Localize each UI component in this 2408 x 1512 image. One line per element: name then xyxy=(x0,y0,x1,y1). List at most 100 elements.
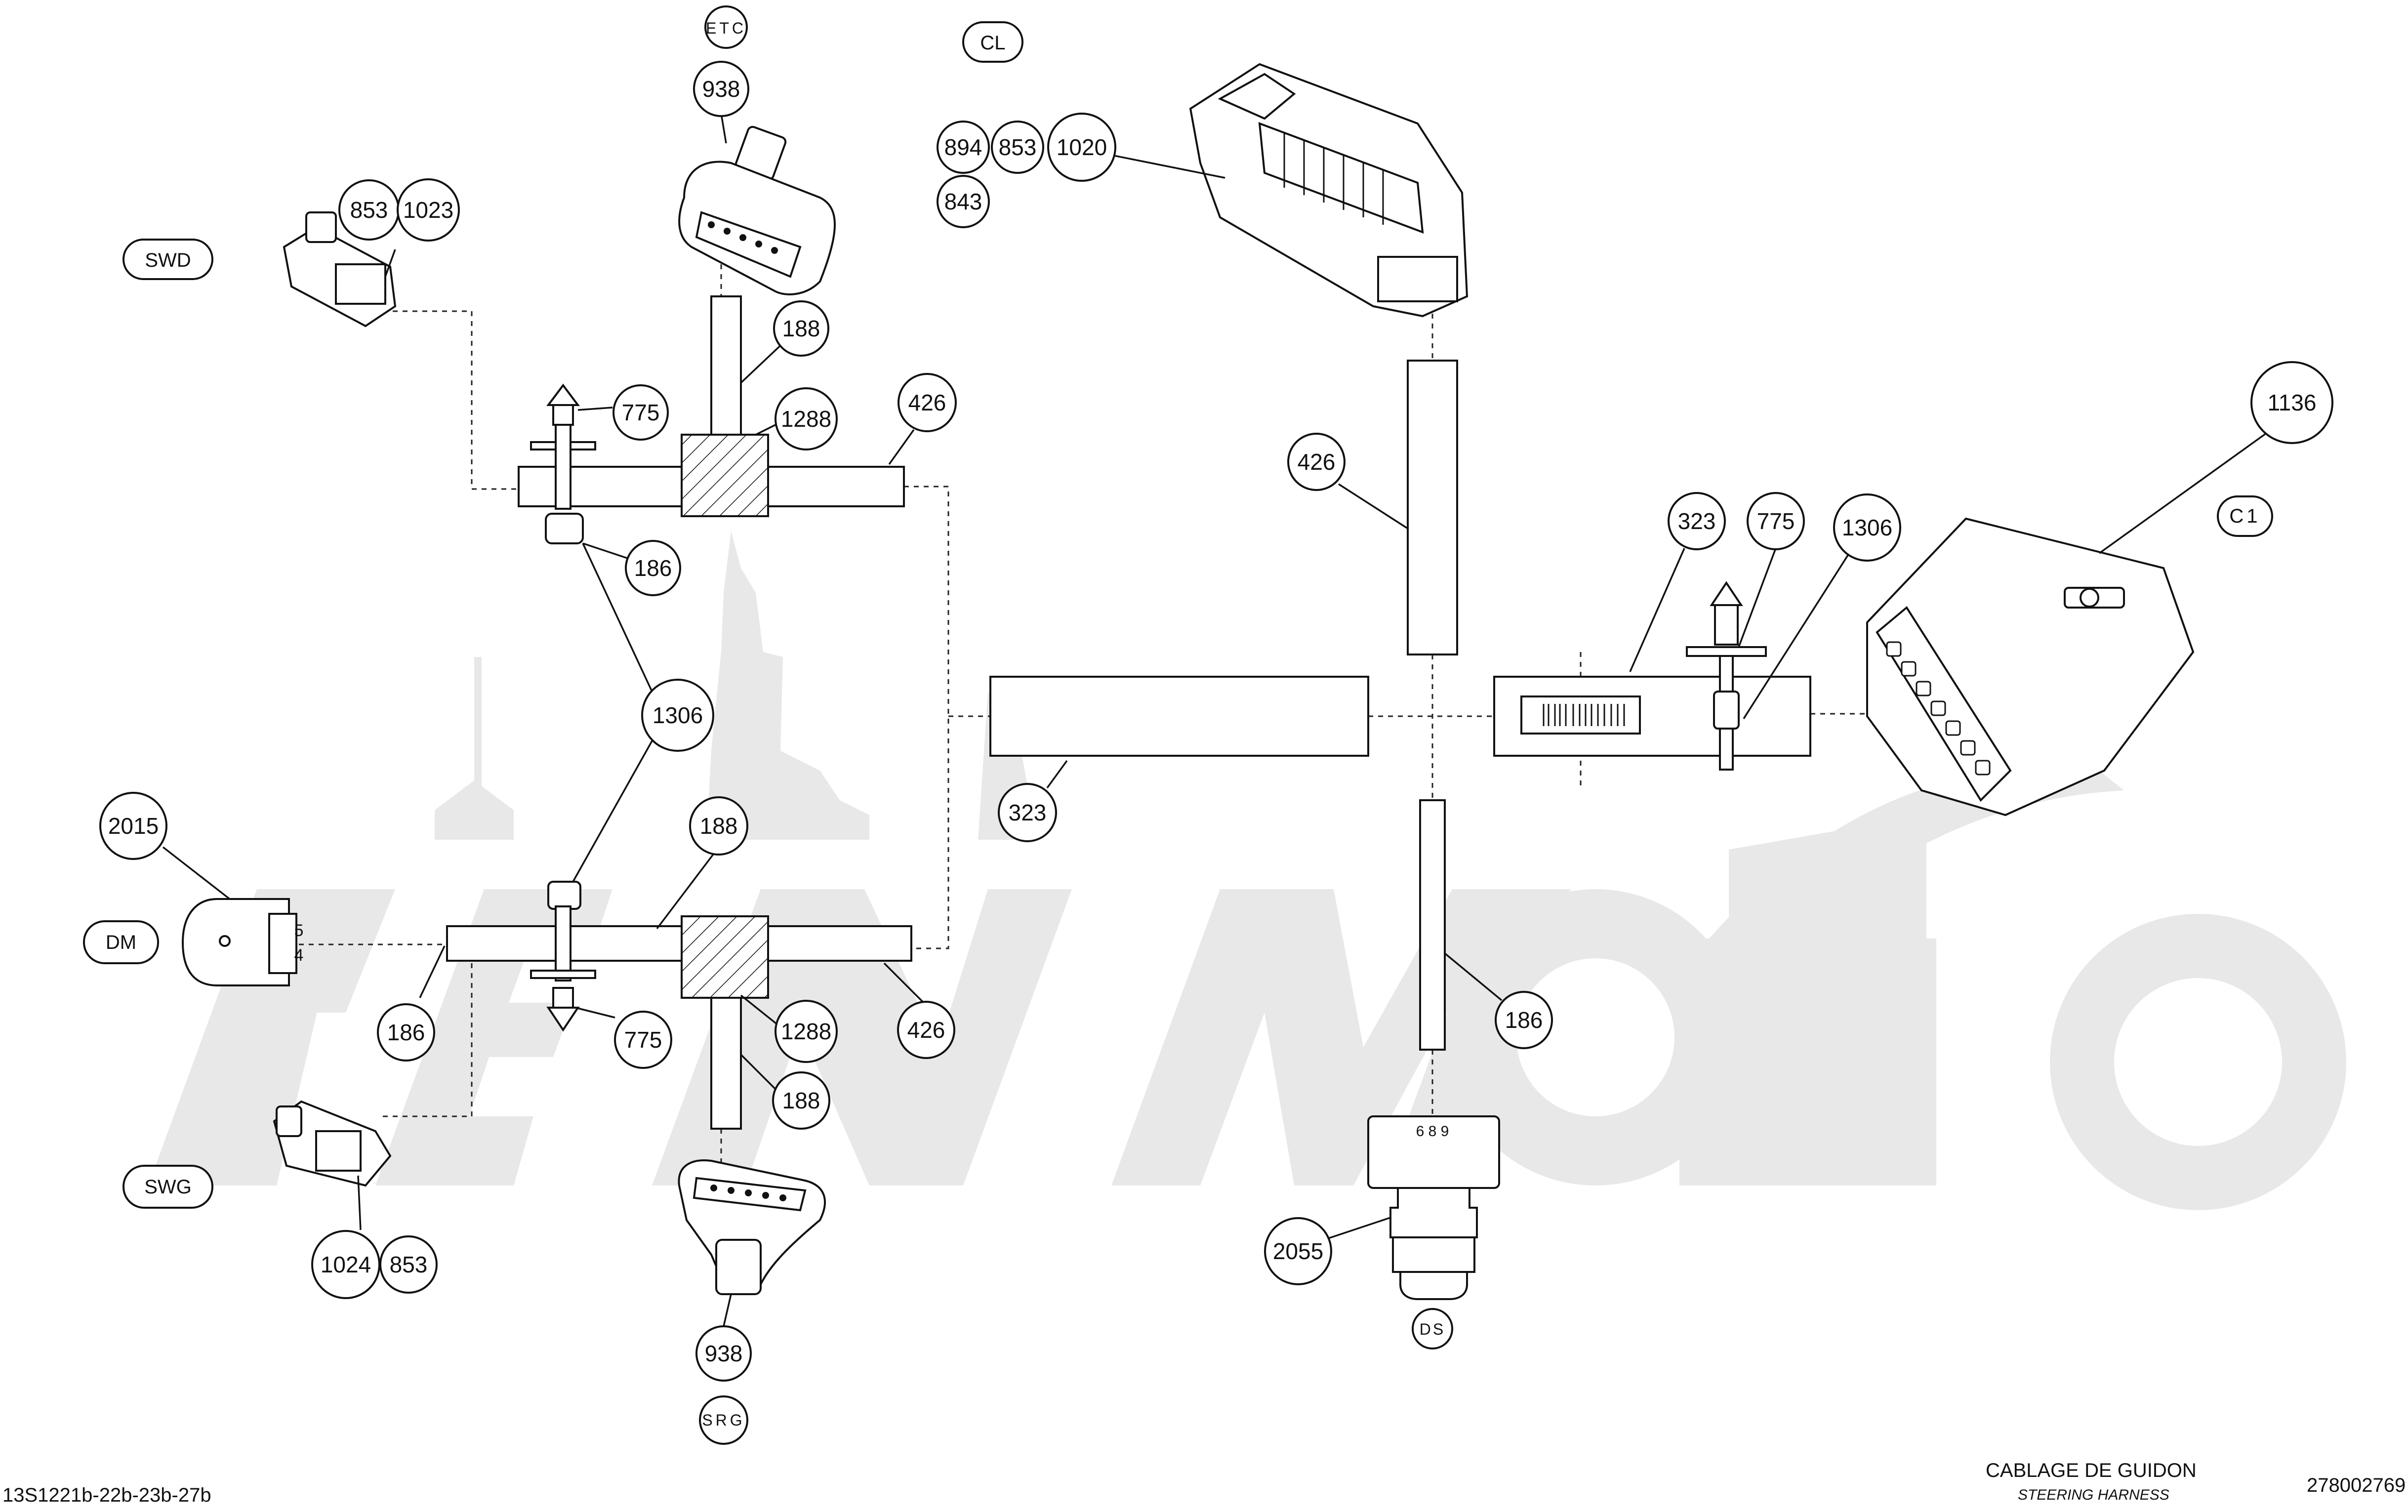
connector-cl-1020 xyxy=(1189,63,1469,318)
title-french: CABLAGE DE GUIDON xyxy=(1986,1460,2197,1481)
svg-text:186: 186 xyxy=(634,555,672,581)
svg-text:1024: 1024 xyxy=(321,1252,371,1277)
dm-pin-5-label: 5 xyxy=(294,921,304,940)
callout-186-left: 186 xyxy=(377,1003,435,1062)
svg-text:1020: 1020 xyxy=(1057,134,1107,160)
callout-188-lower: 188 xyxy=(772,1071,830,1130)
connector-srg-938 xyxy=(678,1159,826,1295)
callout-1306: 1306 xyxy=(641,679,714,752)
watermark-logo xyxy=(148,531,2346,1210)
callout-1023: 1023 xyxy=(397,178,460,242)
callout-843: 843 xyxy=(937,175,990,228)
connector-label-swg: SWG xyxy=(122,1165,213,1209)
connector-label-dm: DM xyxy=(83,920,159,964)
callout-1136: 1136 xyxy=(2250,361,2333,444)
svg-text:CL: CL xyxy=(980,32,1005,54)
svg-text:1288: 1288 xyxy=(781,1019,831,1044)
callout-853-swg: 853 xyxy=(379,1235,438,1294)
svg-text:C1: C1 xyxy=(2229,505,2260,527)
svg-text:775: 775 xyxy=(622,400,660,425)
svg-text:1023: 1023 xyxy=(403,197,453,223)
svg-text:SWG: SWG xyxy=(144,1176,192,1198)
svg-text:426: 426 xyxy=(907,1017,945,1043)
svg-text:775: 775 xyxy=(624,1027,662,1053)
svg-text:426: 426 xyxy=(908,390,946,415)
cable-tie-775-top xyxy=(530,383,596,544)
callout-938-top: 938 xyxy=(693,61,749,117)
svg-text:2015: 2015 xyxy=(108,813,159,839)
callout-1020: 1020 xyxy=(1047,113,1116,182)
junction-1288-top xyxy=(681,434,769,517)
svg-text:843: 843 xyxy=(944,189,982,214)
harness-segment-186-right xyxy=(1419,799,1446,1051)
callout-775-right: 775 xyxy=(1747,492,1805,550)
title-english: STEERING HARNESS xyxy=(2018,1487,2169,1503)
svg-text:186: 186 xyxy=(387,1020,425,1045)
callout-775-top: 775 xyxy=(612,384,669,441)
connector-label-cl: CL xyxy=(962,21,1023,63)
harness-segment-323-right xyxy=(1493,581,1811,771)
callout-188-top: 188 xyxy=(773,300,829,357)
connector-label-etc: ETC xyxy=(704,5,748,49)
svg-text:1306: 1306 xyxy=(653,702,703,728)
harness-segment-426-center xyxy=(1407,360,1458,655)
svg-text:1306: 1306 xyxy=(1842,515,1892,540)
callout-853-swd: 853 xyxy=(338,179,400,241)
svg-text:188: 188 xyxy=(782,316,820,341)
svg-text:323: 323 xyxy=(1678,508,1716,534)
tee-assembly-top xyxy=(518,295,905,544)
ds-pins-label: 6 8 9 xyxy=(1416,1123,1449,1140)
connector-etc-938 xyxy=(678,125,836,295)
callout-1288-bottom: 1288 xyxy=(775,1000,838,1063)
junction-1288-bottom xyxy=(681,915,769,999)
svg-text:186: 186 xyxy=(1505,1007,1543,1033)
callout-188-bottom: 188 xyxy=(689,796,748,856)
svg-text:894: 894 xyxy=(944,134,982,160)
connector-c1-1136 xyxy=(1866,517,2195,817)
cable-tie-775-right xyxy=(1686,581,1767,771)
callout-2015: 2015 xyxy=(99,792,167,860)
diagram-reference: 13S1221b-22b-23b-27b xyxy=(2,1484,211,1506)
svg-text:188: 188 xyxy=(700,813,738,839)
harness-segment-186-bottom xyxy=(446,925,912,962)
svg-text:853: 853 xyxy=(390,1252,428,1277)
callout-426-topleft: 426 xyxy=(898,373,957,432)
callout-426-center: 426 xyxy=(1287,433,1346,491)
connector-label-swd: SWD xyxy=(122,239,213,280)
harness-segment-323-center xyxy=(989,676,1369,757)
barcode-icon xyxy=(1543,704,1625,726)
svg-text:ETC: ETC xyxy=(706,19,746,37)
callout-bubbles: 938 853 1023 188 775 1288 426 186 1306 8… xyxy=(99,61,2333,1382)
callout-1288-top: 1288 xyxy=(775,387,838,450)
svg-text:938: 938 xyxy=(702,76,740,102)
connector-swd-1023 xyxy=(283,211,397,327)
callout-938-bottom: 938 xyxy=(695,1325,752,1382)
part-number: 278002769 xyxy=(2307,1474,2406,1496)
svg-text:426: 426 xyxy=(1298,449,1336,475)
svg-text:2055: 2055 xyxy=(1273,1238,1323,1264)
callout-186-right: 186 xyxy=(1495,991,1553,1049)
connector-label-c1: C1 xyxy=(2217,495,2273,537)
svg-text:938: 938 xyxy=(705,1341,743,1366)
svg-text:188: 188 xyxy=(782,1088,820,1113)
callout-775-bottom: 775 xyxy=(614,1011,672,1069)
cable-tie-775-bottom xyxy=(530,881,596,1032)
connector-label-ds: DS xyxy=(1412,1308,1453,1349)
svg-text:775: 775 xyxy=(1757,508,1795,534)
tee-assembly-bottom xyxy=(446,881,912,1130)
svg-text:SWD: SWD xyxy=(145,249,191,271)
callout-323-center: 323 xyxy=(998,783,1057,842)
svg-text:1288: 1288 xyxy=(781,406,831,432)
callout-853-cl: 853 xyxy=(991,121,1044,174)
connector-ds-2055: 6 8 9 xyxy=(1367,1115,1500,1300)
callout-894: 894 xyxy=(937,121,990,174)
callout-1024: 1024 xyxy=(311,1230,380,1299)
connector-swg-1024 xyxy=(273,1100,392,1187)
svg-text:853: 853 xyxy=(999,134,1037,160)
svg-text:853: 853 xyxy=(350,197,388,223)
connector-labels: ETC CL SWD C1 DM SWG SRG DS xyxy=(83,5,2273,1445)
connector-dm-2015: 5 4 xyxy=(181,898,304,986)
dm-pin-4-label: 4 xyxy=(294,946,304,965)
svg-text:DS: DS xyxy=(1420,1320,1445,1338)
